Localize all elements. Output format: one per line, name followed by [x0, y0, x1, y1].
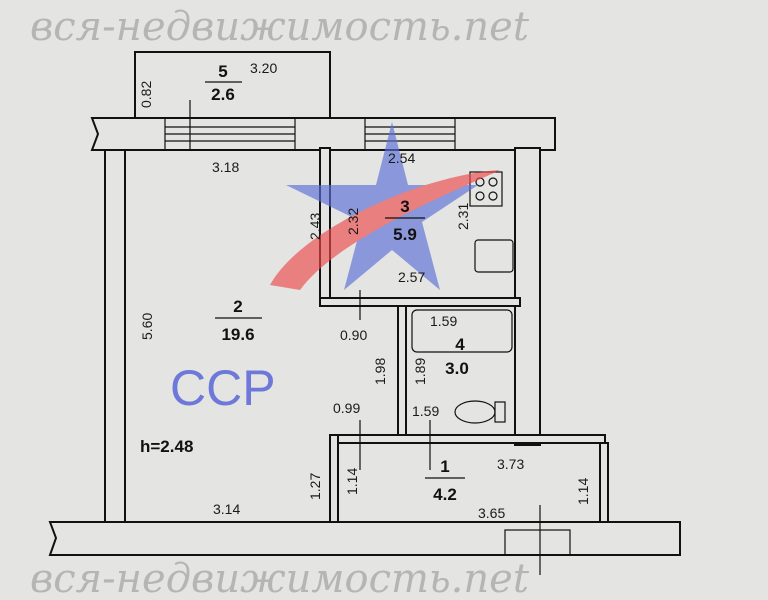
hall-left-wall — [329, 434, 339, 524]
watermarks: вся-недвижимость.net вся-недвижимость.ne… — [30, 4, 530, 600]
svg-text:3.0: 3.0 — [445, 359, 469, 378]
bathtub-icon — [411, 309, 513, 353]
hall-top-wall — [329, 434, 606, 444]
bathroom-left-wall — [397, 305, 407, 443]
logo-text: ССР — [170, 360, 276, 416]
dim-kitchen-bottom: 2.57 — [398, 269, 425, 285]
watermark: вся-недвижимость.net — [30, 4, 530, 50]
watermark: вся-недвижимость.net — [30, 556, 530, 600]
dim-room2-top: 3.18 — [212, 159, 239, 175]
svg-text:1: 1 — [440, 457, 449, 476]
agency-logo — [270, 122, 500, 290]
dim-hall-left-inner: 1.14 — [344, 468, 360, 495]
dim-balcony-width: 3.20 — [250, 60, 277, 76]
dim-kitchen-right: 2.31 — [455, 203, 471, 230]
hall-right-wall — [599, 442, 609, 524]
ceiling-height: h=2.48 — [140, 437, 193, 456]
svg-text:3: 3 — [400, 197, 409, 216]
dim-kitchen-left-inner: 2.32 — [345, 208, 361, 235]
svg-text:5: 5 — [218, 62, 227, 81]
right-wall — [514, 147, 541, 446]
dim-kitchen-top: 2.54 — [388, 150, 415, 166]
dim-door-width: 0.90 — [340, 327, 367, 343]
room-5-label: 5 2.6 — [205, 62, 242, 104]
dim-corridor-height: 1.98 — [372, 358, 388, 385]
svg-text:4: 4 — [455, 335, 465, 354]
dim-room2-height: 5.60 — [139, 313, 155, 340]
dim-hall-top: 3.73 — [497, 456, 524, 472]
dim-hall-right: 1.14 — [575, 478, 591, 505]
dim-room2-bottom: 3.14 — [213, 501, 240, 517]
stove-icon — [469, 171, 503, 207]
svg-text:5.9: 5.9 — [393, 225, 417, 244]
left-wall — [104, 149, 126, 523]
dim-bath-bottom: 1.59 — [412, 403, 439, 419]
dim-bath-top: 1.59 — [430, 313, 457, 329]
top-wall — [90, 117, 556, 151]
dim-kitchen-left-outer: 2.43 — [307, 213, 323, 240]
dim-balcony-depth: 0.82 — [138, 81, 154, 108]
room-3-label: 3 5.9 — [385, 197, 425, 244]
dim-hall-bottom: 3.65 — [478, 505, 505, 521]
svg-text:4.2: 4.2 — [433, 485, 457, 504]
svg-text:19.6: 19.6 — [221, 325, 254, 344]
room-4-label: 4 3.0 — [445, 335, 469, 378]
room-2-label: 2 19.6 — [215, 297, 262, 344]
dim-corridor-width: 0.99 — [333, 400, 360, 416]
svg-text:2: 2 — [233, 297, 242, 316]
toilet-icon — [454, 400, 506, 424]
room-1-label: 1 4.2 — [425, 457, 465, 504]
dim-bath-left: 1.89 — [412, 358, 428, 385]
kitchen-bottom-wall — [319, 297, 521, 307]
dim-hall-left-outer: 1.27 — [307, 473, 323, 500]
bottom-wall — [48, 521, 681, 556]
svg-text:2.6: 2.6 — [211, 85, 235, 104]
sink-icon — [474, 239, 514, 273]
